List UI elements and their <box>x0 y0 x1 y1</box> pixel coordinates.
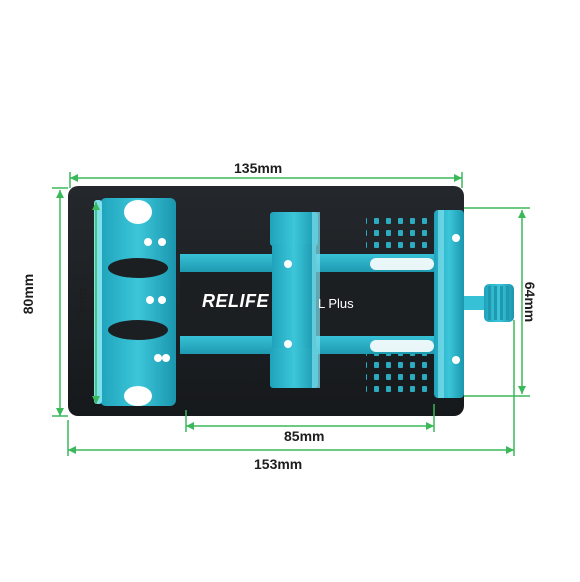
dimension-top-width: 135mm <box>234 160 283 176</box>
brand-logo: RELIFE <box>202 291 270 311</box>
dimension-inner-width: 85mm <box>284 428 325 444</box>
dimension-bottom-width: 153mm <box>254 456 303 472</box>
dimension-lines <box>52 172 530 456</box>
dimension-inner-height: 72mm <box>74 287 91 329</box>
middle-slider <box>270 212 320 388</box>
right-clamp <box>434 210 464 398</box>
model-text: L Plus <box>318 296 354 311</box>
dimension-left-height: 80mm <box>20 273 37 315</box>
left-clamp <box>94 198 176 406</box>
adjustment-knob <box>464 284 514 322</box>
dimension-right-height: 64mm <box>522 281 539 323</box>
